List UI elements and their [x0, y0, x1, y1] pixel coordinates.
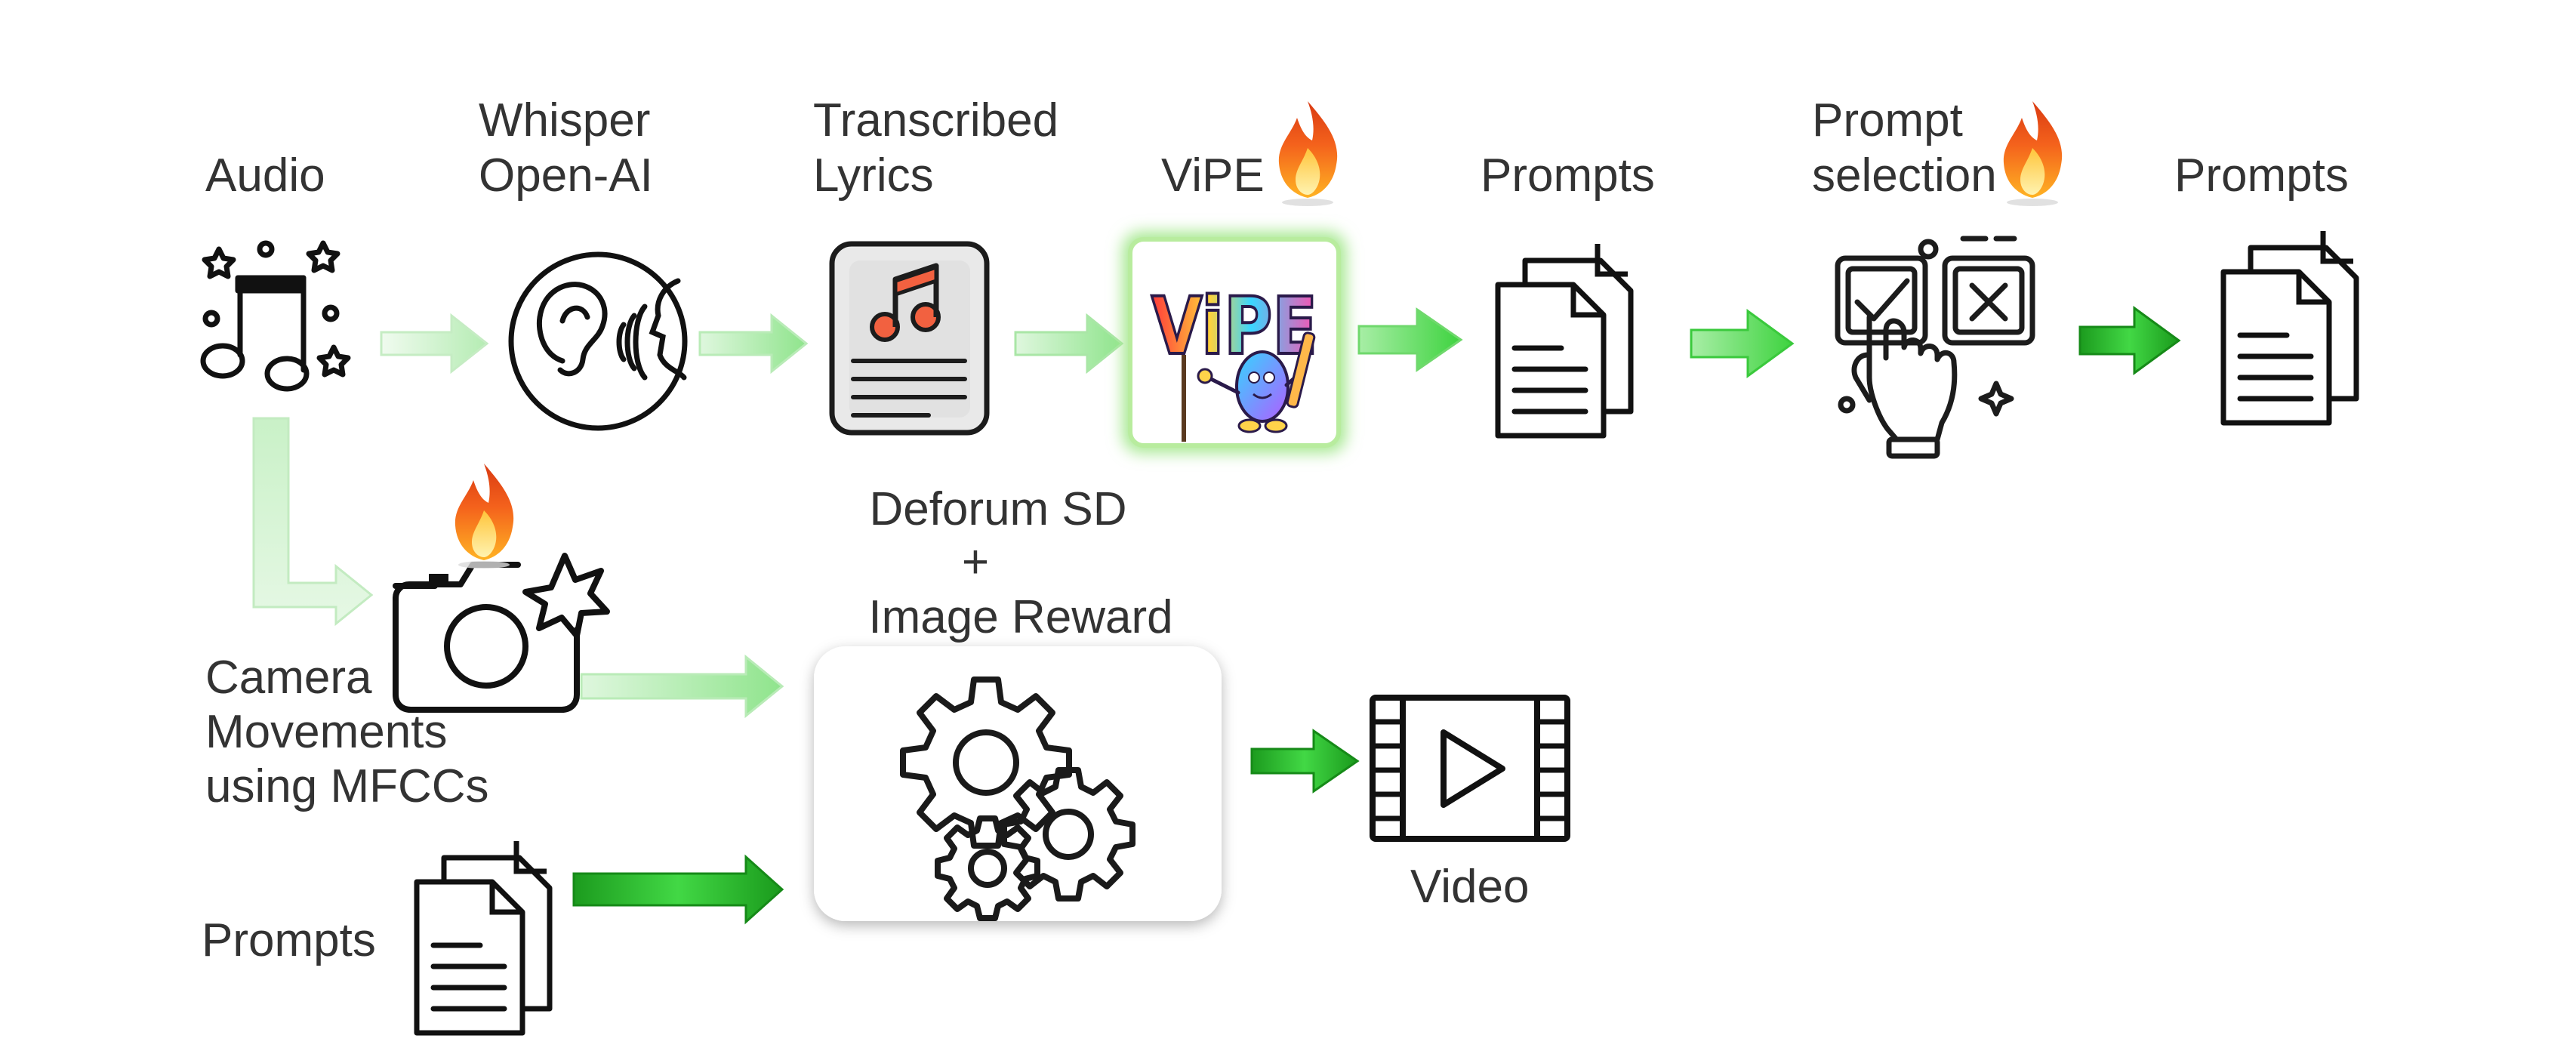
label-transcribed-1: Transcribed: [813, 94, 1058, 146]
label-prompts-top: Prompts: [1481, 149, 1655, 202]
arrow-camera-to-deforum: [580, 654, 784, 719]
flame-icon-vipe: [1278, 101, 1338, 206]
label-transcribed-2: Lyrics: [813, 149, 934, 202]
arrow-audio-to-camera: [252, 417, 374, 627]
flame-icon-camera: [454, 464, 514, 569]
arrow-prompts-to-selection: [1690, 309, 1795, 378]
whisper-icon: [508, 251, 688, 431]
arrow-whisper-to-lyrics: [698, 313, 809, 374]
label-deforum-2: +: [962, 536, 989, 588]
label-camera-1: Camera: [205, 652, 372, 704]
label-audio: Audio: [205, 149, 325, 202]
label-prompts-final: Prompts: [2174, 149, 2349, 202]
deforum-box: [814, 646, 1222, 921]
documents-icon-prompts-top: [1498, 244, 1631, 436]
label-deforum-1: Deforum SD: [869, 483, 1126, 535]
arrow-selection-to-prompts: [2078, 306, 2181, 375]
label-deforum-3: Image Reward: [868, 591, 1172, 643]
arrow-audio-to-whisper: [380, 313, 489, 374]
label-selection-2: selection: [1812, 149, 1997, 202]
arrow-prompts-to-deforum: [572, 854, 784, 925]
video-icon: [1370, 695, 1570, 842]
vipe-logo-text: ViPE: [1151, 280, 1317, 372]
audio-icon: [200, 240, 351, 392]
arrow-deforum-to-video: [1250, 729, 1360, 794]
camera-icon: [393, 553, 610, 713]
documents-icon-prompts-final: [2223, 231, 2356, 423]
arrow-vipe-to-prompts: [1357, 307, 1463, 372]
label-selection-1: Prompt: [1812, 94, 1963, 146]
label-video: Video: [1410, 861, 1529, 913]
label-camera-2: Movements: [205, 706, 447, 758]
lyrics-icon: [829, 241, 990, 436]
label-vipe: ViPE: [1161, 149, 1265, 202]
label-prompts-bottom: Prompts: [202, 914, 376, 966]
arrow-lyrics-to-vipe: [1014, 313, 1124, 374]
label-whisper-1: Whisper: [479, 94, 650, 146]
label-whisper-2: Open-AI: [479, 149, 653, 202]
flame-icon-selection: [2003, 101, 2063, 206]
documents-icon-prompts-bottom: [417, 841, 550, 1033]
label-camera-3: using MFCCs: [205, 760, 489, 812]
vipe-logo: ViPE: [1123, 232, 1346, 453]
gears-icon: [900, 677, 1135, 921]
selection-icon: [1835, 236, 2035, 459]
